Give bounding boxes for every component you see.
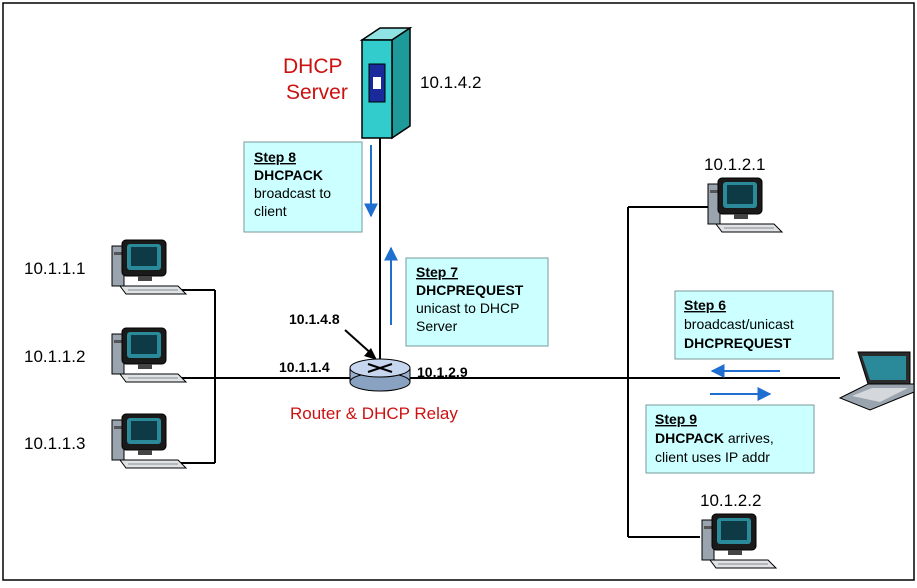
dhcp-server-icon — [359, 26, 413, 140]
router-ip-pointer-head — [364, 348, 377, 360]
network-links — [180, 137, 840, 538]
step7-line2: unicast to DHCP — [416, 300, 519, 316]
step9-line2: client uses IP addr — [655, 449, 770, 465]
host-right-1-ip: 10.1.2.1 — [704, 155, 765, 174]
step9-line1-rest: arrives, — [724, 430, 774, 446]
server-label-line2: Server — [286, 81, 348, 104]
router-ip-right: 10.1.2.9 — [417, 364, 468, 380]
step7-line1: DHCPREQUEST — [416, 282, 524, 298]
server-label-line1: DHCP — [283, 55, 343, 78]
step7-title: Step 7 — [416, 264, 458, 280]
host-right-2-icon — [701, 513, 777, 569]
host-left-1-icon — [111, 239, 187, 295]
host-left-3-icon — [111, 413, 187, 469]
router-label: Router & DHCP Relay — [290, 404, 458, 423]
host-left-3-ip: 10.1.1.3 — [24, 434, 85, 453]
step9-box: Step 9 DHCPACK arrives, client uses IP a… — [645, 404, 815, 474]
server-ip: 10.1.4.2 — [420, 73, 481, 92]
router-ip-left: 10.1.1.4 — [279, 359, 330, 375]
step6-line2: DHCPREQUEST — [684, 335, 792, 351]
step9-line1-bold: DHCPACK — [655, 430, 724, 446]
step8-box: Step 8 DHCPACK broadcast to client — [243, 141, 363, 233]
router-icon — [349, 358, 411, 392]
laptop-icon — [838, 351, 915, 411]
step6-title: Step 6 — [684, 297, 726, 313]
host-left-2-ip: 10.1.1.2 — [24, 347, 85, 366]
host-left-1-ip: 10.1.1.1 — [24, 259, 85, 278]
step9-line1: DHCPACK arrives, — [655, 430, 774, 446]
host-right-1-icon — [707, 177, 783, 233]
step6-box: Step 6 broadcast/unicast DHCPREQUEST — [674, 290, 834, 360]
step7-box: Step 7 DHCPREQUEST unicast to DHCP Serve… — [405, 257, 549, 347]
host-right-2-ip: 10.1.2.2 — [700, 491, 761, 510]
step8-title: Step 8 — [254, 149, 296, 165]
step9-title: Step 9 — [655, 411, 697, 427]
step8-line3: client — [254, 203, 287, 219]
step6-line1: broadcast/unicast — [684, 316, 794, 332]
host-left-2-icon — [111, 327, 187, 383]
step8-line1: DHCPACK — [254, 167, 323, 183]
step8-line2: broadcast to — [254, 185, 331, 201]
step7-line3: Server — [416, 318, 458, 334]
router-ip-top: 10.1.4.8 — [289, 311, 340, 327]
